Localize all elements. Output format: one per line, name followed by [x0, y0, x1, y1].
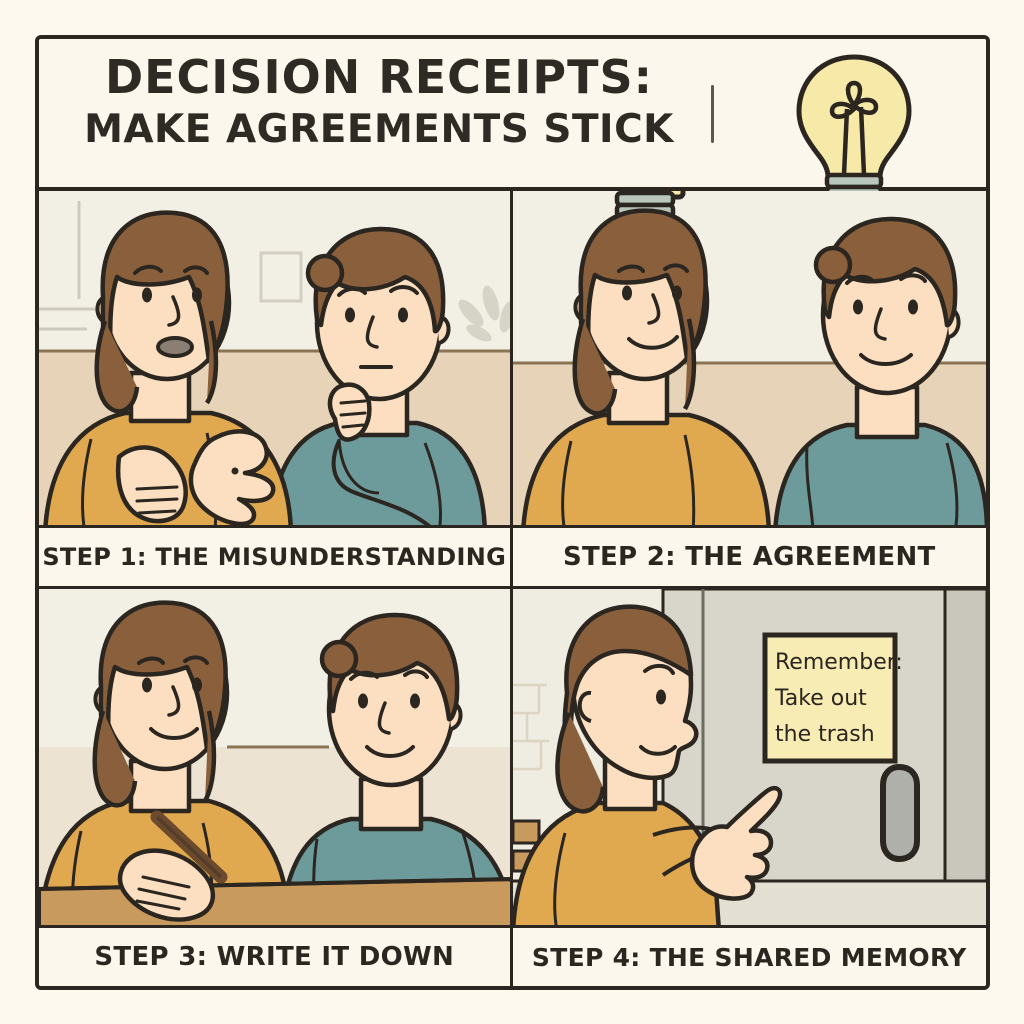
- comic-frame: DECISION RECEIPTS: MAKE AGREEMENTS STICK: [35, 35, 990, 990]
- panel-grid: STEP 1: THE MISUNDERSTANDING: [39, 191, 986, 986]
- page-subtitle: MAKE AGREEMENTS STICK: [84, 106, 674, 152]
- caption-text: STEP 1: THE MISUNDERSTANDING: [42, 542, 507, 571]
- panel-4-caption: STEP 4: THE SHARED MEMORY: [512, 925, 986, 986]
- panel-3-caption: STEP 3: WRITE IT DOWN: [39, 925, 510, 986]
- panel-2-caption: STEP 2: THE AGREEMENT: [512, 524, 986, 586]
- panel-4-artwork: Remember: Take out the trash: [512, 588, 986, 925]
- panel-step-1: STEP 1: THE MISUNDERSTANDING: [39, 191, 513, 589]
- sticky-note-line-1: Remember:: [775, 650, 903, 675]
- lightbulb-icon: [754, 49, 954, 209]
- panel-2-artwork: [512, 191, 986, 525]
- title-block: DECISION RECEIPTS: MAKE AGREEMENTS STICK: [39, 50, 719, 153]
- panel-1-caption: STEP 1: THE MISUNDERSTANDING: [39, 524, 510, 586]
- page-title: DECISION RECEIPTS:: [104, 50, 654, 104]
- caption-text: STEP 3: WRITE IT DOWN: [94, 942, 455, 972]
- panel-step-4: Remember: Take out the trash: [512, 588, 986, 986]
- pen-icon: [150, 810, 228, 883]
- panel-3-artwork: [39, 588, 510, 925]
- sticky-note: Remember: Take out the trash: [762, 632, 903, 763]
- caption-text: STEP 4: THE SHARED MEMORY: [531, 942, 967, 972]
- panel-1-artwork: [39, 191, 510, 525]
- panel-step-2: STEP 2: THE AGREEMENT: [512, 191, 986, 589]
- pointing-hand: [689, 785, 782, 901]
- brick-wall: [512, 683, 549, 770]
- sticky-note-line-3: the trash: [775, 722, 875, 747]
- comic-header: DECISION RECEIPTS: MAKE AGREEMENTS STICK: [39, 39, 986, 209]
- panel-step-3: STEP 3: WRITE IT DOWN: [39, 588, 513, 986]
- fridge-handle: [879, 763, 920, 862]
- sticky-note-line-2: Take out: [774, 686, 867, 711]
- vertical-tick-mark: [711, 85, 714, 143]
- caption-text: STEP 2: THE AGREEMENT: [562, 541, 936, 572]
